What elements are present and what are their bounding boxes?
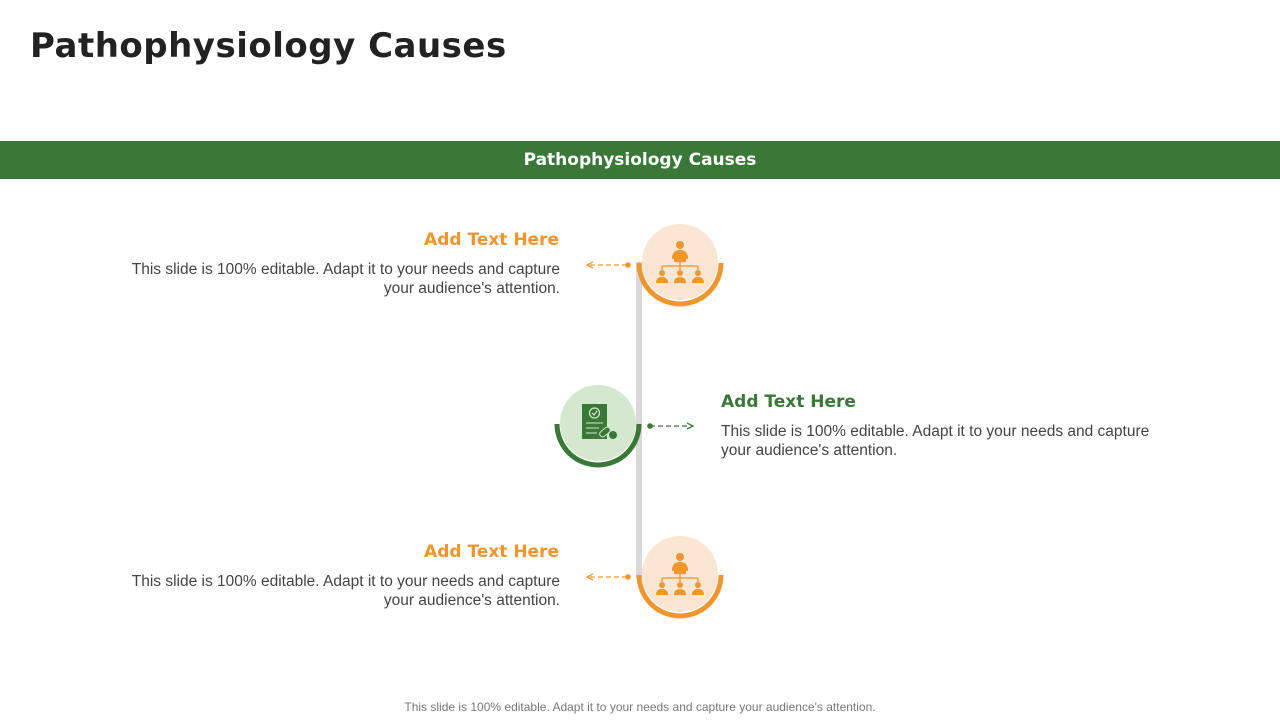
hierarchy-icon — [636, 224, 724, 307]
item-3-heading: Add Text Here — [424, 542, 559, 562]
footer-note: This slide is 100% editable. Adapt it to… — [404, 700, 876, 714]
item-1-node — [634, 222, 724, 312]
item-3-desc-line1: This slide is 100% editable. Adapt it to… — [131, 573, 560, 590]
item-3-desc-line2: your audience's attention. — [383, 592, 560, 609]
hierarchy-icon — [636, 536, 724, 619]
section-banner: Pathophysiology Causes — [0, 141, 1280, 179]
item-3-node — [634, 534, 724, 624]
timeline-connector — [636, 262, 642, 578]
arrow-left-icon — [585, 573, 631, 581]
item-2-description: This slide is 100% editable. Adapt it to… — [721, 422, 1191, 460]
page-title: Pathophysiology Causes — [30, 26, 507, 66]
item-1-description: This slide is 100% editable. Adapt it to… — [100, 260, 560, 298]
arrow-right-icon — [647, 422, 695, 430]
medical-report-icon — [554, 385, 642, 468]
item-2-node — [552, 383, 642, 473]
item-1-heading: Add Text Here — [424, 230, 559, 250]
item-2-desc-line2: your audience's attention. — [721, 442, 898, 459]
arrow-left-icon — [585, 261, 631, 269]
item-2-desc-line1: This slide is 100% editable. Adapt it to… — [721, 423, 1150, 440]
item-3-description: This slide is 100% editable. Adapt it to… — [100, 572, 560, 610]
item-1-desc-line2: your audience's attention. — [383, 280, 560, 297]
item-1-desc-line1: This slide is 100% editable. Adapt it to… — [131, 261, 560, 278]
item-2-heading: Add Text Here — [721, 392, 856, 412]
